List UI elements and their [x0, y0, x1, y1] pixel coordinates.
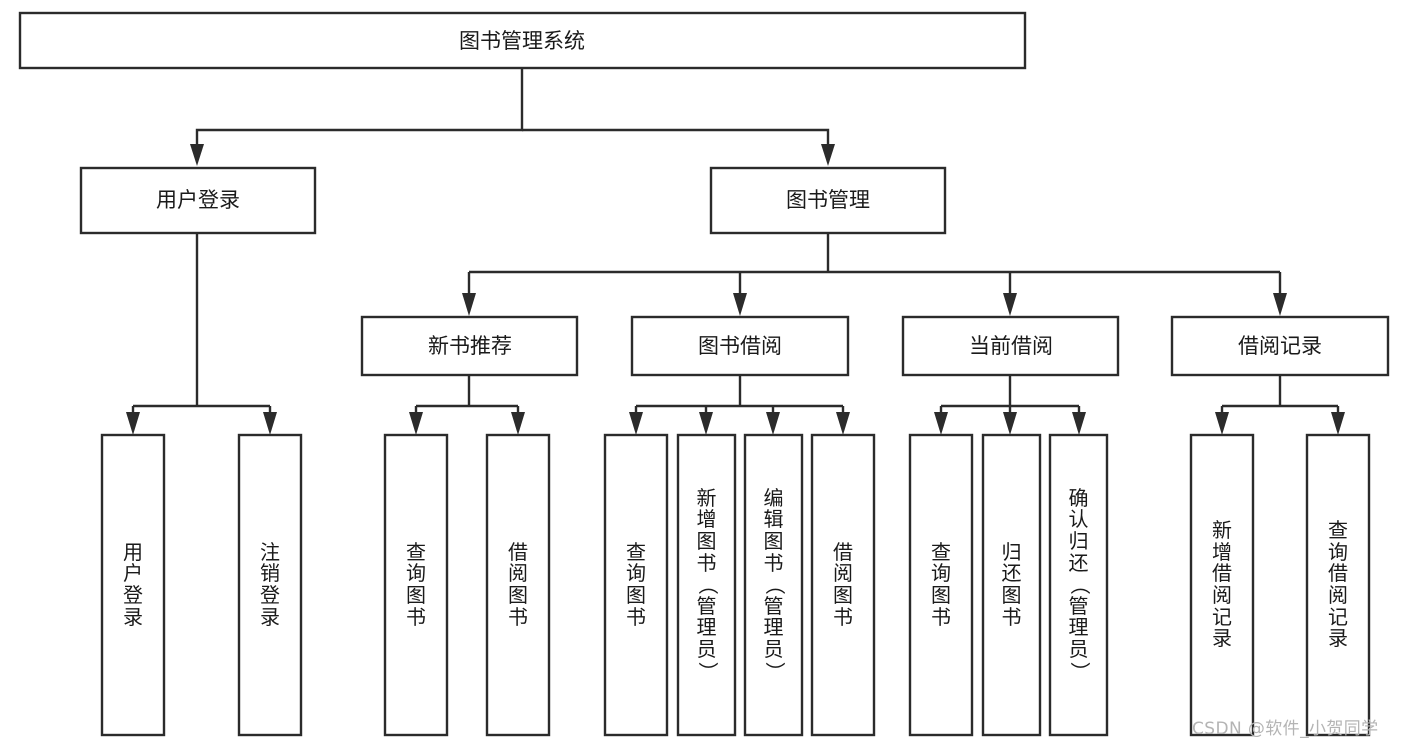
- node-book-management-label: 图书管理: [786, 188, 870, 212]
- connectors-borrowrecord-to-leaves: [1215, 375, 1345, 435]
- node-leaf-logout-login-box[interactable]: [237, 433, 303, 737]
- arrowhead-leaf-query-book-2: [629, 412, 643, 435]
- node-leaf-add-record-box[interactable]: [1189, 433, 1255, 737]
- arrowhead-borrow-record: [1273, 293, 1287, 316]
- arrowhead-book-borrow: [733, 293, 747, 316]
- arrowhead-leaf-borrow-book-2: [836, 412, 850, 435]
- node-user-login-box: [79, 166, 317, 235]
- arrowhead-leaf-return-book: [1003, 412, 1017, 435]
- connectors-bookmgmt-to-level3: [462, 233, 1287, 316]
- node-current-borrow-box: [901, 315, 1120, 377]
- node-leaf-user-login-box[interactable]: [100, 433, 166, 737]
- node-root-system[interactable]: 图书管理系统: [18, 11, 1027, 70]
- connectors-currentborrow-to-leaves: [934, 375, 1086, 435]
- node-leaf-query-book-3-box[interactable]: [908, 433, 974, 737]
- node-leaf-query-book-1-box[interactable]: [383, 433, 449, 737]
- node-book-management[interactable]: 图书管理: [709, 166, 947, 235]
- connectors-bookborrow-to-leaves: [629, 375, 850, 435]
- node-leaf-query-book-2-box[interactable]: [603, 433, 669, 737]
- node-leaf-confirm-return-box[interactable]: [1048, 433, 1109, 737]
- node-root-box: [18, 11, 1027, 70]
- node-leaf-return-book-box[interactable]: [981, 433, 1042, 737]
- node-book-borrow-box: [630, 315, 850, 377]
- node-new-book-recommend-box: [360, 315, 579, 377]
- edge-root-to-book-management: [522, 128, 830, 148]
- connectors-root-to-level2: [190, 68, 835, 166]
- arrowhead-leaf-query-book-3: [934, 412, 948, 435]
- node-borrow-record-box: [1170, 315, 1390, 377]
- node-current-borrow[interactable]: 当前借阅: [901, 315, 1120, 377]
- node-leaf-borrow-book-2-box[interactable]: [810, 433, 876, 737]
- arrowhead-leaf-user-login: [126, 412, 140, 435]
- connectors-newbook-to-leaves: [409, 375, 525, 435]
- csdn-watermark: CSDN @软件_小贺同学: [1192, 719, 1379, 739]
- node-borrow-record-label: 借阅记录: [1238, 334, 1322, 358]
- arrowhead-leaf-query-record: [1331, 412, 1345, 435]
- arrowhead-leaf-logout-login: [263, 412, 277, 435]
- arrowhead-current-borrow: [1003, 293, 1017, 316]
- node-book-management-box: [709, 166, 947, 235]
- arrowhead-leaf-borrow-book-1: [511, 412, 525, 435]
- arrowhead-leaf-edit-book: [766, 412, 780, 435]
- node-root-label: 图书管理系统: [459, 29, 585, 53]
- node-leaf-query-record-box[interactable]: [1305, 433, 1371, 737]
- node-book-borrow[interactable]: 图书借阅: [630, 315, 850, 377]
- node-book-borrow-label: 图书借阅: [698, 334, 782, 358]
- arrowhead-leaf-confirm-return: [1072, 412, 1086, 435]
- arrowhead-book-management: [821, 144, 835, 166]
- connectors-userlogin-to-leaves: [126, 233, 277, 435]
- node-leaf-edit-book-box[interactable]: [743, 433, 804, 737]
- arrowhead-leaf-add-record: [1215, 412, 1229, 435]
- arrowhead-user-login: [190, 144, 204, 166]
- node-user-login[interactable]: 用户登录: [79, 166, 317, 235]
- node-current-borrow-label: 当前借阅: [969, 334, 1053, 358]
- node-leaf-borrow-book-1-box[interactable]: [485, 433, 551, 737]
- arrowhead-leaf-query-book-1: [409, 412, 423, 435]
- arrowhead-new-book-recommend: [462, 293, 476, 316]
- edge-root-to-user-login: [195, 68, 524, 148]
- node-new-book-recommend-label: 新书推荐: [428, 334, 512, 358]
- node-user-login-label: 用户登录: [156, 188, 240, 212]
- node-leaf-add-book-box[interactable]: [676, 433, 737, 737]
- arrowhead-leaf-add-book: [699, 412, 713, 435]
- node-borrow-record[interactable]: 借阅记录: [1170, 315, 1390, 377]
- node-new-book-recommend[interactable]: 新书推荐: [360, 315, 579, 377]
- leaf-nodes: [100, 433, 1371, 737]
